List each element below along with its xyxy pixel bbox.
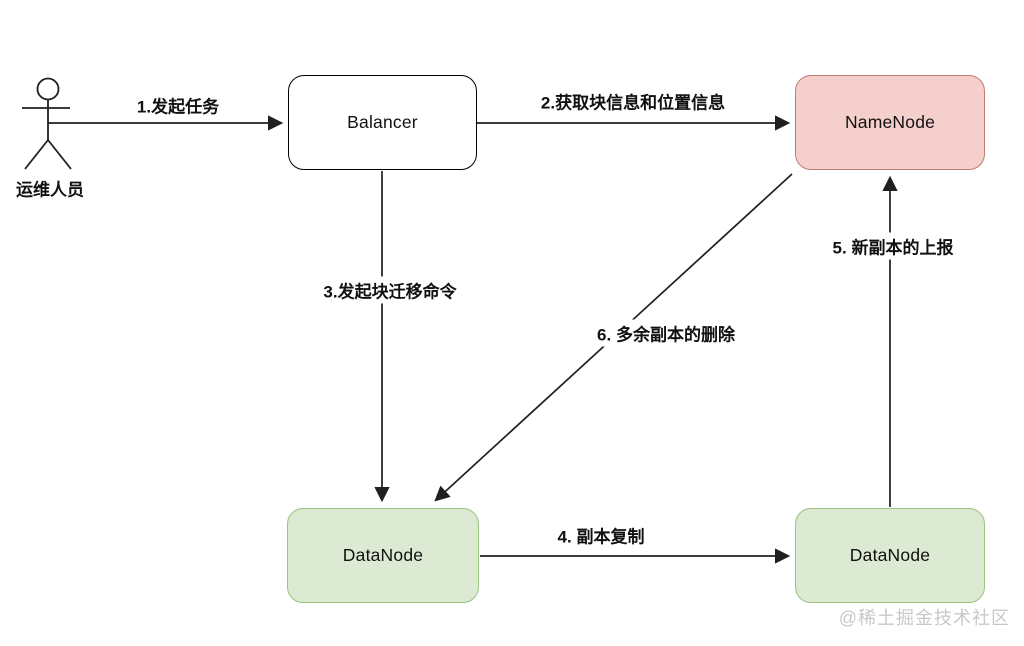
actor-leg-right — [47, 139, 72, 170]
edge-1-label: 1.发起任务 — [132, 91, 224, 119]
node-datanode-right-label: DataNode — [849, 545, 931, 565]
edge-4-label: 4. 副本复制 — [553, 521, 649, 549]
node-namenode: NameNode — [795, 75, 985, 170]
edge-6-label: 6. 多余副本的删除 — [593, 319, 739, 347]
edge-2-label: 2.获取块信息和位置信息 — [536, 87, 730, 115]
node-namenode-label: NameNode — [844, 112, 936, 132]
watermark-text: @稀土掘金技术社区 — [838, 608, 1010, 628]
edge-3-label: 3.发起块迁移命令 — [319, 276, 461, 304]
actor-leg-left — [24, 139, 49, 170]
node-datanode-right: DataNode — [795, 508, 985, 603]
node-balancer-label: Balancer — [347, 112, 418, 132]
actor-figure — [22, 77, 72, 170]
actor-label: 运维人员 — [16, 180, 84, 200]
node-balancer: Balancer — [288, 75, 477, 170]
node-datanode-left: DataNode — [287, 508, 479, 603]
edge-5-label: 5. 新副本的上报 — [828, 232, 958, 260]
node-datanode-left-label: DataNode — [342, 545, 424, 565]
actor-head — [36, 77, 60, 101]
